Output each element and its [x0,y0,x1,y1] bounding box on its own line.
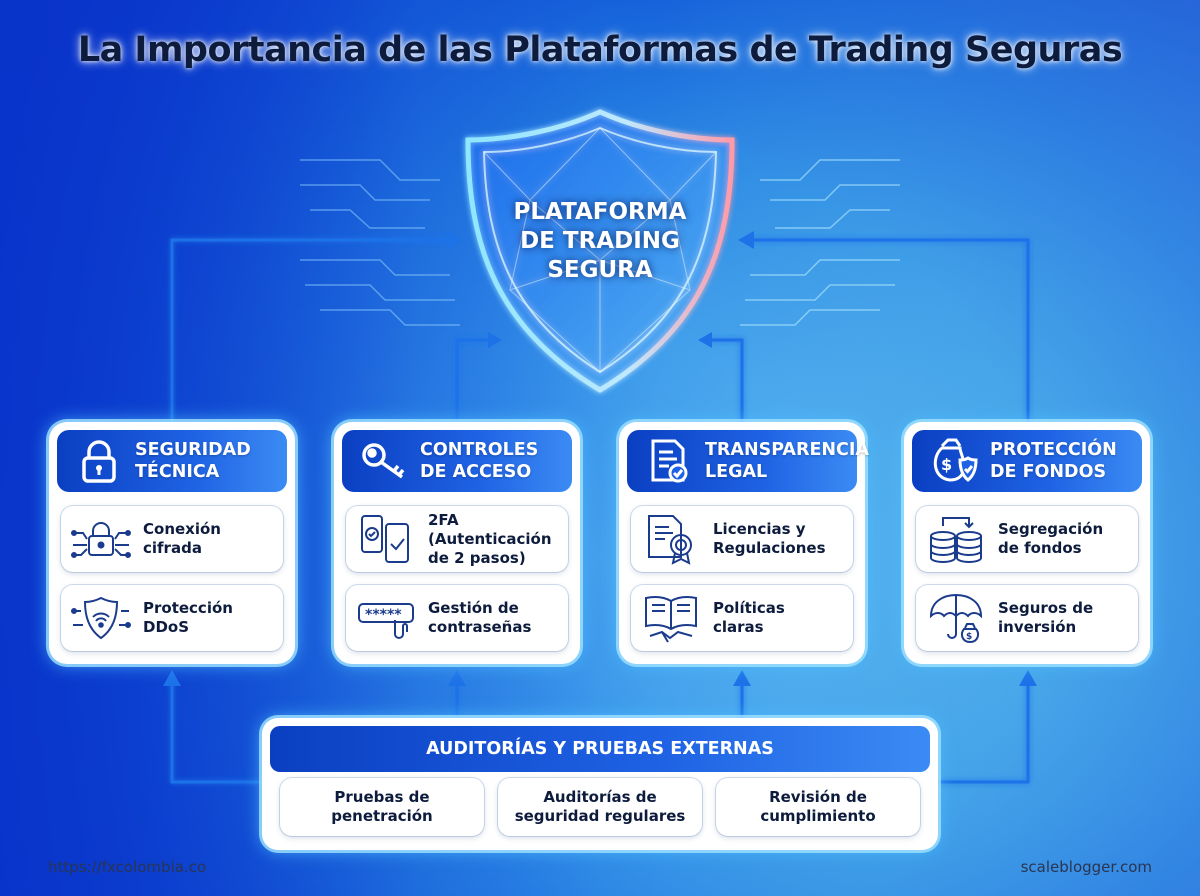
password-field-icon: ***** [354,592,418,644]
item-text-line2: de fondos [998,539,1082,557]
pillar-title-line2: DE ACCESO [420,462,532,482]
arrowhead-shield-lower-left [488,332,502,348]
pillar-item-seguros-inversion: $ Seguros de inversión [916,585,1138,651]
svg-text:$: $ [966,632,972,642]
item-text-line1: Políticas [713,599,785,617]
pillar-title-line1: PROTECCIÓN [990,440,1117,460]
audit-card: AUDITORÍAS Y PRUEBAS EXTERNAS Pruebas de… [262,718,938,850]
certificate-icon [639,513,703,565]
pillar-item-gestion-contrasenas: ***** Gestión de contraseñas [346,585,568,651]
audit-item-line1: Auditorías de [543,788,657,806]
item-text-line2: claras [713,618,764,636]
item-text-line1: Seguros de [998,599,1094,617]
audit-item-line2: cumplimiento [760,807,876,825]
item-text-line1: Protección [143,599,233,617]
item-text-line2: (Autenticación [428,529,552,548]
arrowhead-pillar2 [448,670,466,686]
pillar-header: TRANSPARENCIA LEGAL [627,430,869,492]
pillar-title-line1: SEGURIDAD [135,440,251,460]
audit-item-pruebas-penetracion: Pruebas de penetración [280,778,484,836]
item-text-line1: Gestión de [428,599,519,617]
shield-label-line1: PLATAFORMA [513,199,687,225]
audit-title: AUDITORÍAS Y PRUEBAS EXTERNAS [270,726,930,772]
item-text-line1: 2FA [428,510,459,529]
item-text-line2: contraseñas [428,618,532,636]
pillar-item-licencias: Licencias y Regulaciones [631,506,853,572]
connector-pillar4-to-shield [752,238,1030,422]
shield-label-line2: DE TRADING [520,228,680,254]
pillar-header: $ PROTECCIÓN DE FONDOS [912,430,1142,492]
shield-label-line3: SEGURA [547,257,653,283]
circuit-lines-right [740,159,900,326]
audit-item-line1: Revisión de [769,788,867,806]
svg-text:$: $ [941,455,952,474]
pillar-item-proteccion-ddos: Protección DDoS [61,585,283,651]
key-icon [356,433,412,489]
audit-item-line2: penetración [331,807,433,825]
pillar-item-segregacion-fondos: Segregación de fondos [916,506,1138,572]
pillar-item-politicas-claras: Políticas claras [631,585,853,651]
page-title: La Importancia de las Plataformas de Tra… [77,30,1123,70]
wifi-shield-icon [69,592,133,644]
audit-item-line2: seguridad regulares [514,807,686,825]
pillar-title-line1: CONTROLES [420,440,539,460]
audit-item-auditorias-seguridad: Auditorías de seguridad regulares [498,778,702,836]
pillar-title-line2: LEGAL [705,462,768,482]
pillar-card-controles-de-acceso: CONTROLES DE ACCESO 2FA (Autenticación d… [334,422,580,664]
circuit-lock-icon [69,513,133,565]
arrowhead-shield-lower-right [698,332,712,348]
pillar-item-2fa: 2FA (Autenticación de 2 pasos) [346,506,568,572]
audit-item-line1: Pruebas de [334,788,430,806]
shield-graphic [465,109,735,393]
arrowhead-pillar4 [1019,670,1037,686]
connector-audit-to-pillar1 [170,682,262,784]
connector-audit-to-pillar4 [938,682,1030,784]
connector-pillar2-to-shield [455,338,490,422]
pillar-title-line2: TÉCNICA [135,462,220,482]
coin-stacks-icon [924,513,988,565]
item-text-line1: Conexión [143,520,221,538]
audit-item-revision-cumplimiento: Revisión de cumplimiento [716,778,920,836]
document-check-icon [641,433,697,489]
padlock-icon [71,433,127,489]
connector-pillar1-to-shield [170,238,448,422]
pillar-card-seguridad-tecnica: SEGURIDAD TÉCNICA Conexión cifrada Prote… [49,422,295,664]
shield-label: PLATAFORMA DE TRADING SEGURA [480,198,720,285]
arrowhead-pillar3 [733,670,751,686]
footer-brand: scaleblogger.com [1020,858,1152,876]
item-text-line2: inversión [998,618,1077,636]
pillar-title-line2: DE FONDOS [990,462,1107,482]
item-text-line3: de 2 pasos) [428,548,526,567]
money-bag-shield-icon: $ [926,433,982,489]
pillar-item-conexion-cifrada: Conexión cifrada [61,506,283,572]
umbrella-money-icon: $ [924,592,988,644]
pillar-header: CONTROLES DE ACCESO [342,430,572,492]
item-text-line2: DDoS [143,618,190,636]
arrowhead-shield-left [446,231,462,249]
pillar-title-line1: TRANSPARENCIA [705,440,869,460]
pillar-header: SEGURIDAD TÉCNICA [57,430,287,492]
item-text-line1: Licencias y [713,520,806,538]
circuit-lines-left [300,159,460,326]
book-handshake-icon [639,592,703,644]
pillar-card-transparencia-legal: TRANSPARENCIA LEGAL Licencias y Regulaci… [619,422,869,664]
item-text-line1: Segregación [998,520,1104,538]
item-text-line2: cifrada [143,539,202,557]
connector-pillar3-to-shield [710,338,744,422]
svg-text:*****: ***** [365,607,402,623]
arrowhead-pillar1 [163,670,181,686]
item-text-line2: Regulaciones [713,539,826,557]
footer-source-link[interactable]: https://fxcolombia.co [48,858,207,876]
arrowhead-shield-right [738,231,754,249]
pillar-card-proteccion-de-fondos: $ PROTECCIÓN DE FONDOS Segregación de fo… [904,422,1150,664]
two-phones-check-icon [354,513,418,565]
